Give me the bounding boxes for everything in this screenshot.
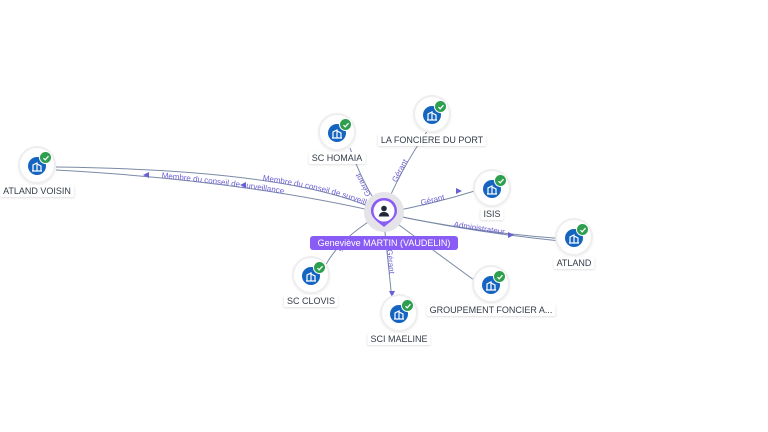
- person-icon: [378, 205, 390, 217]
- person-label[interactable]: Geneviève MARTIN (VAUDELIN): [310, 236, 458, 250]
- arrow-isis: [456, 188, 462, 194]
- verified-check-icon: [339, 118, 352, 131]
- node-groupement-foncier[interactable]: GROUPEMENT FONCIER A...: [426, 267, 556, 316]
- edge-label-atland: Administrateur: [453, 220, 506, 237]
- verified-check-icon: [493, 270, 506, 283]
- edge-label-isis: Gérant: [420, 193, 447, 208]
- node-label: ISIS: [480, 208, 504, 220]
- node-label: LA FONCIERE DU PORT: [377, 134, 487, 146]
- arrow-atland-voisin: [240, 182, 246, 188]
- arrow-atland-voisin-2: [143, 172, 149, 178]
- node-la-fonciere-du-port[interactable]: LA FONCIERE DU PORT: [377, 97, 487, 146]
- edge-label-la-fonciere-du-port: Gérant: [390, 157, 410, 184]
- node-sci-maeline[interactable]: SCI MAELINE: [367, 296, 431, 345]
- node-atland-voisin[interactable]: ATLAND VOISIN: [0, 148, 74, 197]
- node-sc-clovis[interactable]: SC CLOVIS: [283, 258, 339, 307]
- arrow-atland: [508, 232, 514, 238]
- node-label: SC CLOVIS: [283, 295, 339, 307]
- arrow-sci-maeline: [389, 291, 395, 297]
- verified-check-icon: [313, 261, 326, 274]
- edge-label-sc-homaia: Gérant: [353, 171, 373, 198]
- node-sc-homaia[interactable]: SC HOMAIA: [308, 115, 366, 164]
- verified-check-icon: [401, 299, 414, 312]
- verified-check-icon: [39, 151, 52, 164]
- node-isis[interactable]: ISIS: [475, 171, 509, 220]
- node-label: ATLAND VOISIN: [0, 185, 74, 197]
- node-label: GROUPEMENT FONCIER A...: [426, 304, 556, 316]
- node-label: ATLAND: [553, 257, 595, 269]
- edge-label-sci-maeline: Gérant: [385, 249, 397, 275]
- node-label: SCI MAELINE: [367, 333, 431, 345]
- verified-check-icon: [494, 174, 507, 187]
- verified-check-icon: [434, 100, 447, 113]
- node-atland[interactable]: ATLAND: [553, 220, 595, 269]
- node-label: SC HOMAIA: [308, 152, 366, 164]
- person-node[interactable]: [368, 196, 400, 228]
- verified-check-icon: [576, 223, 589, 236]
